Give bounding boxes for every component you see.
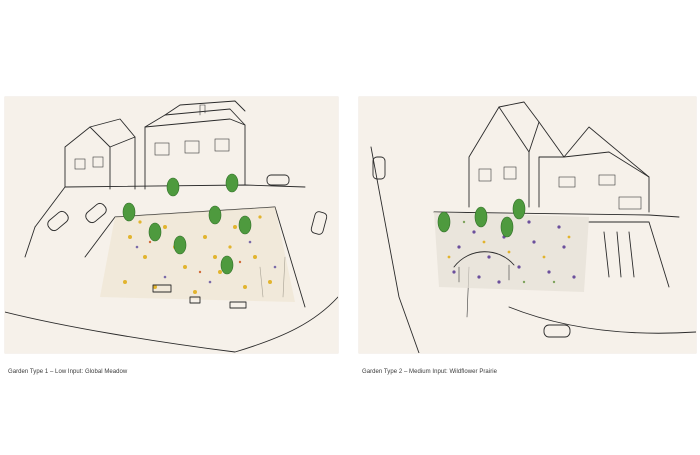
wildflower-prairie-drawing (370, 101, 696, 353)
prairie-planting (434, 212, 589, 292)
global-meadow-drawing (5, 100, 338, 353)
houses-sketch (64, 100, 246, 190)
figure-2-caption: Garden Type 2 – Medium Input: Wildflower… (362, 369, 498, 375)
garden-type-2-sketch (359, 97, 696, 353)
street-lines (370, 146, 696, 353)
houses-sketch (468, 101, 650, 213)
garden-arbour (453, 251, 515, 283)
trees (122, 173, 252, 275)
figure-1-caption: Garden Type 1 – Low Input: Global Meadow (8, 369, 128, 375)
trees (437, 198, 526, 238)
benches (152, 284, 247, 309)
parked-cars (372, 156, 571, 338)
parked-cars (47, 174, 328, 235)
garden-type-1-sketch (5, 97, 338, 353)
